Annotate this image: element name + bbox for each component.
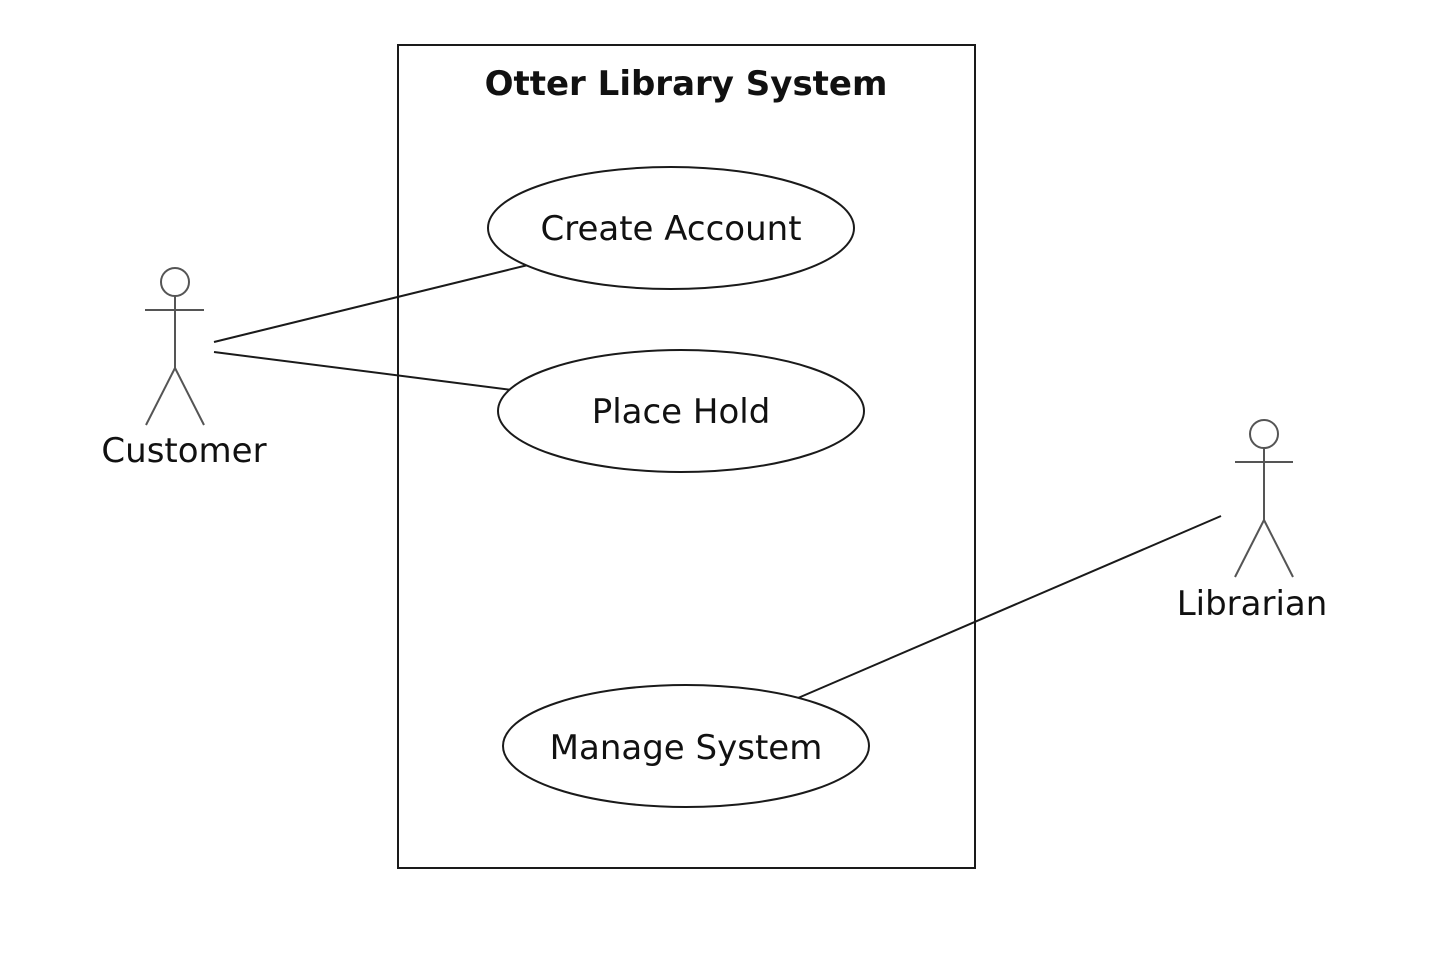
- use-case-create-account: Create Account: [487, 166, 855, 290]
- use-case-place-hold: Place Hold: [497, 349, 865, 473]
- actor-librarian: Librarian: [1177, 419, 1328, 624]
- stick-figure-icon: [145, 267, 205, 426]
- use-case-manage-system: Manage System: [502, 684, 870, 808]
- system-title: Otter Library System: [485, 64, 888, 104]
- association-customer-place-hold: [213, 351, 513, 391]
- use-case-manage-system-label: Manage System: [550, 728, 823, 768]
- association-customer-create-account: [213, 264, 529, 343]
- use-case-create-account-label: Create Account: [540, 209, 801, 249]
- use-case-place-hold-label: Place Hold: [592, 392, 771, 432]
- use-case-create-account-shape: [487, 166, 855, 290]
- use-case-place-hold-shape: [497, 349, 865, 473]
- actor-customer-label: Customer: [101, 431, 266, 471]
- use-case-manage-system-shape: [502, 684, 870, 808]
- association-librarian-manage-system: [797, 515, 1222, 699]
- actor-librarian-label: Librarian: [1177, 584, 1328, 624]
- actor-customer: Customer: [101, 267, 267, 471]
- stick-figure-icon: [1234, 419, 1294, 578]
